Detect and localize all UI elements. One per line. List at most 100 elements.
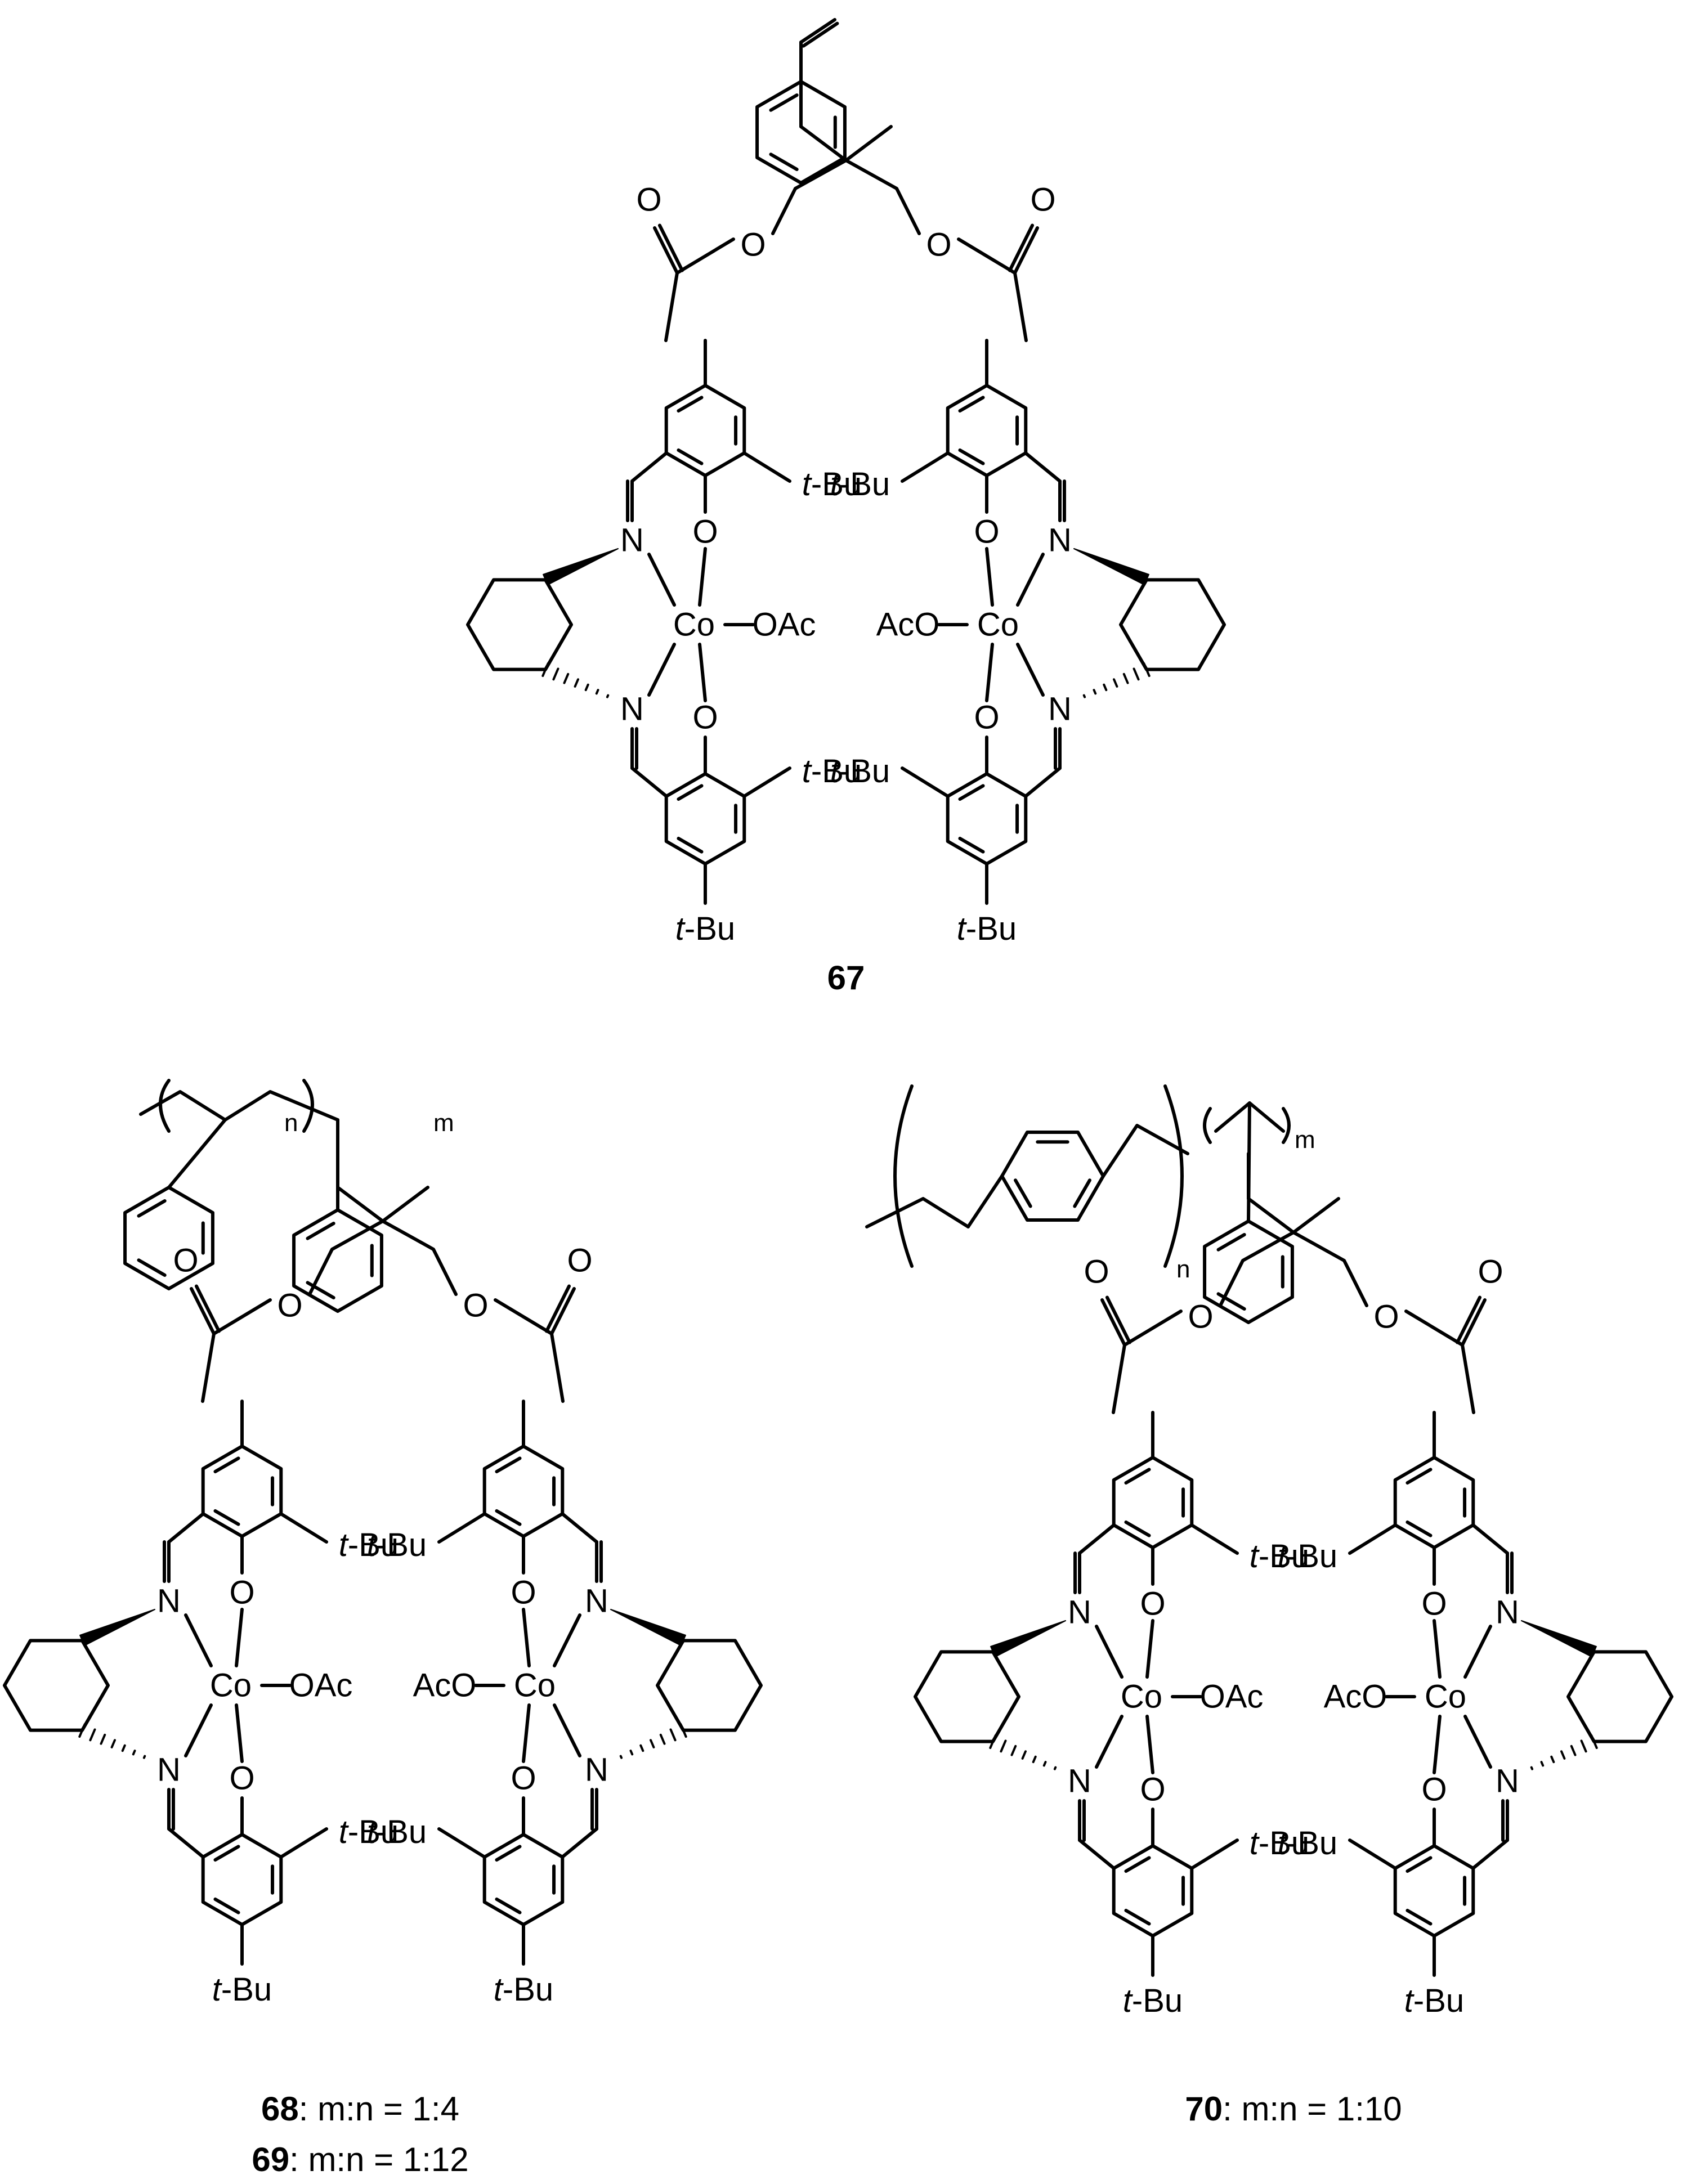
bond <box>279 1827 328 1859</box>
aryl-ring-upper <box>1112 1456 1194 1549</box>
ratio-70: : m:n = 1:10 <box>1223 2090 1402 2128</box>
coordination-bond <box>1095 1715 1123 1769</box>
hashed-bond <box>1113 678 1118 688</box>
hashed-bond <box>669 1728 677 1742</box>
cyclohexane-ring <box>466 578 573 671</box>
cobalt-atom: Co <box>1425 1679 1466 1715</box>
nitrogen-atom: N <box>1496 1763 1519 1800</box>
compound-label-69: 69 <box>252 2141 289 2178</box>
ester-chain <box>1292 1231 1368 1307</box>
tert-butyl-label: t-Bu <box>957 911 1017 947</box>
bond <box>167 1118 227 1189</box>
caption-68: 68: m:n = 1:4 <box>261 2090 459 2128</box>
ester-oxygen: O <box>1373 1299 1399 1335</box>
aromatic-bond <box>306 1281 335 1299</box>
tert-butyl-label: t-Bu <box>339 1814 399 1850</box>
tert-butyl-suffix: -Bu <box>376 1527 427 1563</box>
aromatic-bond <box>677 836 704 854</box>
nitrogen-atom: N <box>620 522 644 559</box>
hashed-bond <box>629 1750 634 1756</box>
hashed-bond <box>78 1723 86 1738</box>
tert-butyl-italic: t <box>212 1971 223 2008</box>
tert-butyl-label: t-Bu <box>675 911 735 947</box>
hashed-bond <box>541 662 549 678</box>
polymer-backbone <box>139 1090 339 1122</box>
oxygen-atom: O <box>229 1575 254 1611</box>
aryl-ring-upper <box>664 384 746 477</box>
hashed-bond <box>1570 1744 1577 1756</box>
phenyl-ring <box>123 1186 214 1290</box>
hashed-bond <box>1042 1761 1047 1767</box>
carbonyl-double-bond <box>190 1287 216 1335</box>
carbonyl-oxygen: O <box>1030 182 1055 218</box>
oxygen-atom: O <box>229 1760 254 1797</box>
bracket-right <box>1163 1084 1184 1268</box>
carbonyl-double-bond <box>194 1284 221 1333</box>
coordination-bond <box>698 643 707 702</box>
cyclohexane-ring <box>1119 578 1226 671</box>
hashed-bond <box>574 678 579 688</box>
cyclohexane-ring <box>914 1650 1020 1743</box>
hashed-bond <box>1000 1739 1007 1753</box>
tert-butyl-italic: t <box>1250 1538 1260 1575</box>
bond <box>561 1827 598 1859</box>
subscript-m: m <box>433 1109 454 1137</box>
aromatic-bond <box>1405 1520 1433 1537</box>
cobalt-atom: Co <box>673 607 715 643</box>
ester-chain <box>771 159 848 235</box>
bracket-left-small <box>1203 1107 1212 1144</box>
bond <box>901 451 950 483</box>
hashed-bond <box>1021 1750 1027 1760</box>
methyl-bond <box>844 125 893 162</box>
bond <box>1190 1838 1239 1870</box>
hashed-bond <box>639 1744 644 1752</box>
tert-butyl-label: t-Bu <box>802 753 862 790</box>
carbonyl-double-bond <box>545 1284 571 1333</box>
oxygen-atom: O <box>1421 1772 1447 1808</box>
aryl-ring-lower <box>664 772 746 865</box>
aromatic-bond <box>495 1456 522 1474</box>
tert-butyl-suffix: -Bu <box>811 753 862 790</box>
cyclohexane-ring <box>1566 1650 1673 1743</box>
coordination-bond <box>184 1613 213 1667</box>
aryl-ring-lower <box>1112 1844 1194 1938</box>
bond <box>1471 1838 1509 1870</box>
tert-butyl-italic: t <box>367 1814 378 1850</box>
phenylene-ring <box>1000 1131 1105 1222</box>
aromatic-bond <box>769 153 799 171</box>
aromatic-bond <box>1124 1856 1151 1873</box>
coordination-bond <box>1145 1715 1154 1774</box>
bond <box>630 766 668 798</box>
tert-butyl-italic: t <box>675 911 686 947</box>
bond <box>901 766 950 798</box>
carbonyl-oxygen: O <box>1084 1254 1109 1290</box>
tert-butyl-suffix: -Bu <box>839 466 890 503</box>
tert-butyl-label: t-Bu <box>1278 1825 1337 1862</box>
tert-butyl-suffix: -Bu <box>348 1527 399 1563</box>
bond <box>561 1512 598 1544</box>
bond <box>1247 1101 1251 1223</box>
subscript-m: m <box>1295 1126 1315 1154</box>
aromatic-bond <box>958 396 985 413</box>
carbonyl-double-bond <box>653 226 679 275</box>
tert-butyl-label: t-Bu <box>1123 1983 1183 2019</box>
tert-butyl-suffix: -Bu <box>348 1814 399 1850</box>
hashed-bond <box>563 672 570 684</box>
aryl-ring-upper <box>201 1445 283 1538</box>
ester-chain <box>308 1219 384 1296</box>
hashed-bond <box>1580 1739 1587 1753</box>
tert-butyl-italic: t <box>339 1814 350 1850</box>
hashed-bond <box>679 1723 687 1738</box>
aromatic-bond <box>495 1845 522 1862</box>
aromatic-bond <box>1216 1292 1246 1311</box>
hashed-bond <box>552 667 559 681</box>
aromatic-bond <box>213 1456 240 1474</box>
aromatic-bond <box>495 1897 522 1914</box>
oxygen-atom: O <box>692 699 718 736</box>
tert-butyl-italic: t <box>830 466 841 503</box>
compound-label-67: 67 <box>827 959 865 997</box>
tert-butyl-label: t-Bu <box>339 1527 399 1563</box>
